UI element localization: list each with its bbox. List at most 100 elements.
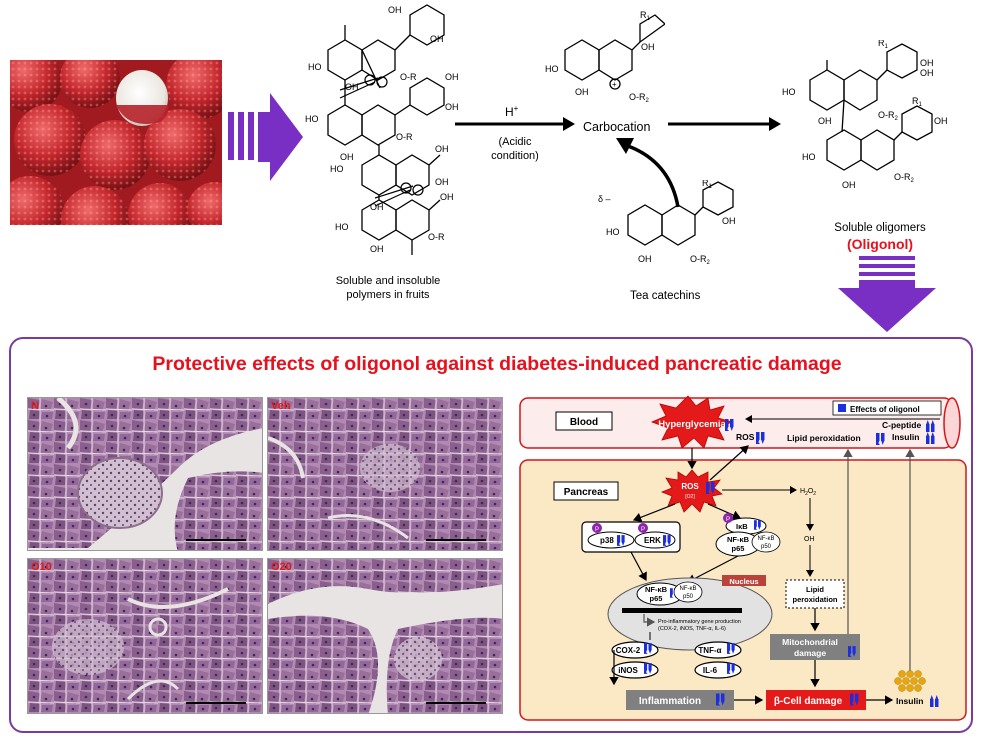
svg-text:[O2]: [O2] — [685, 494, 695, 500]
svg-text:OH: OH — [440, 192, 454, 202]
svg-text:OH: OH — [445, 72, 459, 82]
legend-swatch — [838, 404, 846, 412]
svg-text:p65: p65 — [650, 594, 663, 603]
bottom-frame — [9, 337, 973, 733]
svg-text:H+: H+ — [505, 104, 519, 119]
svg-text:OH: OH — [345, 82, 359, 92]
svg-text:OH: OH — [340, 152, 354, 162]
svg-text:P: P — [726, 517, 730, 523]
hyperglycemia-burst — [650, 395, 734, 449]
svg-text:O-R: O-R — [400, 72, 417, 82]
purple-right-arrow — [228, 93, 303, 181]
svg-text:R1: R1 — [878, 40, 889, 50]
svg-text:H2O2: H2O2 — [800, 488, 816, 497]
mitochondrial-damage-box — [770, 634, 860, 660]
svg-text:p50: p50 — [761, 544, 772, 550]
main-title: Protective effects of oligonol against d… — [152, 353, 842, 375]
svg-text:OH: OH — [435, 177, 449, 187]
legend-box — [832, 400, 942, 416]
inflammation-box — [626, 690, 734, 710]
oligomer-structure: HO OH O-R2 R1 OH OH R1 OH HO OH O-R2 — [782, 40, 948, 190]
svg-text:O-R2: O-R2 — [894, 172, 915, 184]
tea-catechins-label: Tea catechins — [630, 290, 701, 302]
scale-bar — [426, 539, 486, 541]
insulin-bottom-label: Insulin — [896, 696, 923, 706]
ros-burst — [660, 469, 723, 513]
legend-text: Effects of oligonol — [850, 405, 920, 414]
purple-down-arrow — [838, 256, 936, 332]
beta-cell-damage-box — [766, 690, 866, 710]
ros-center-label: ROS — [681, 482, 699, 491]
svg-text:damage: damage — [794, 648, 826, 658]
phospho-badge — [723, 513, 733, 523]
svg-text:OH: OH — [920, 58, 934, 68]
svg-text:OH: OH — [388, 5, 402, 15]
svg-text:OH: OH — [370, 244, 384, 254]
pancreas-label-box — [553, 481, 619, 501]
ikb-label: IκB — [736, 522, 748, 531]
insulin-blood-label: Insulin — [892, 432, 919, 442]
histology-panel-veh: Veh — [267, 397, 503, 551]
svg-text:Mitochondrial: Mitochondrial — [782, 637, 838, 647]
pathway-diagram: Blood Effects of oligonol Hyperglycemia … — [519, 395, 967, 721]
phospho-badge — [592, 523, 602, 533]
svg-text:p65: p65 — [732, 544, 745, 553]
dna-bar — [622, 608, 742, 613]
tea-catechin-structure: δ – HO OH O-R2 R1 OH — [598, 180, 736, 266]
arrow-to-oligomers — [668, 117, 781, 131]
polymer-structure: OH OH HO OH O-R OH OH HO O-R OH OH HO OH… — [305, 4, 459, 255]
oh-radical-label: OH — [804, 536, 815, 543]
scale-bar — [186, 539, 246, 541]
beta-cell-damage-label: β-Cell damage — [774, 696, 843, 707]
svg-text:HO: HO — [335, 222, 349, 232]
svg-text:HO: HO — [330, 164, 344, 174]
blood-label: Blood — [570, 417, 598, 428]
svg-text:HO: HO — [305, 114, 319, 124]
histology-panel-o20: O20 — [267, 558, 503, 714]
svg-text:OH: OH — [722, 216, 736, 226]
gene-production-line2: (COX-2, iNOS, TNF-α, IL-6) — [658, 626, 726, 632]
carbocation-label: Carbocation — [583, 120, 651, 134]
acid-arrow: H+ — [455, 104, 575, 131]
svg-text:R1: R1 — [640, 10, 651, 22]
curved-arrow — [616, 138, 680, 208]
ros-top-label: ROS — [736, 432, 755, 442]
blood-label-box — [555, 411, 613, 431]
lychee-photo — [10, 60, 222, 225]
svg-text:O-R: O-R — [396, 132, 413, 142]
carbocation-structure: + HO OH O-R2 R1 OH — [545, 10, 665, 104]
svg-text:R1: R1 — [912, 96, 923, 108]
svg-text:O-R2: O-R2 — [690, 254, 711, 266]
svg-text:OH: OH — [575, 87, 589, 97]
svg-text:OH: OH — [920, 68, 934, 78]
svg-text:OH: OH — [430, 34, 444, 44]
svg-text:OH: OH — [934, 116, 948, 126]
histology-panel-o10: O10 — [27, 558, 263, 714]
c-peptide-label: C-peptide — [882, 420, 921, 430]
erk-label: ERK — [644, 536, 661, 545]
svg-text:R1: R1 — [702, 180, 713, 190]
svg-text:OH: OH — [445, 102, 459, 112]
histology-panel-n: N — [27, 397, 263, 551]
svg-text:OH: OH — [638, 254, 652, 264]
nucleus-label-box — [722, 575, 766, 586]
panel-label-veh: Veh — [271, 400, 291, 412]
inos-label: iNOS — [618, 666, 638, 675]
svg-text:O-R: O-R — [428, 232, 445, 242]
inflammation-label: Inflammation — [639, 696, 701, 707]
polymers-caption: Soluble and insoluble polymers in fruits — [335, 275, 441, 301]
hyperglycemia-label: Hyperglycemia — [658, 419, 726, 430]
panel-label-n: N — [31, 400, 39, 412]
nucleus-label: Nucleus — [729, 577, 758, 586]
svg-text:O-R2: O-R2 — [629, 92, 650, 104]
svg-text:p50: p50 — [683, 594, 694, 600]
svg-text:+: + — [612, 80, 617, 89]
pancreas-label: Pancreas — [564, 487, 609, 498]
panel-label-o20: O20 — [271, 561, 292, 573]
scale-bar — [426, 702, 486, 704]
svg-text:OH: OH — [370, 202, 384, 212]
oligomers-caption: Soluble oligomers — [834, 222, 926, 234]
svg-text:O-R2: O-R2 — [878, 110, 899, 122]
svg-text:HO: HO — [308, 62, 322, 72]
svg-text:NF-κB: NF-κB — [680, 586, 697, 592]
